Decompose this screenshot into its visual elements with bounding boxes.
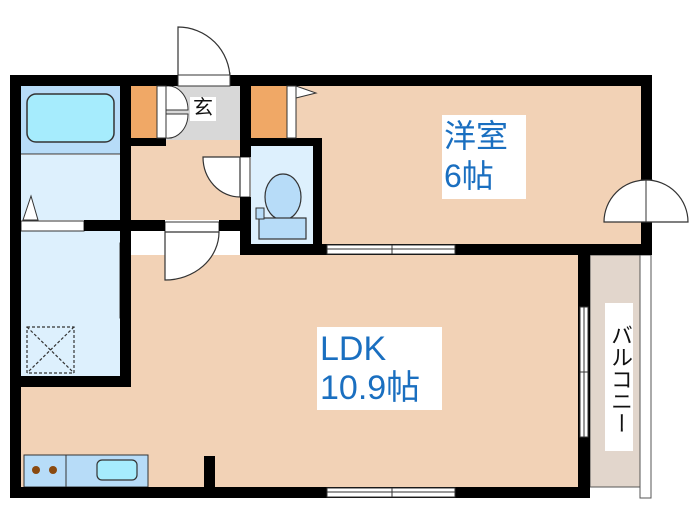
ldk-door-icon <box>164 231 220 281</box>
window-western-room <box>326 244 456 255</box>
toilet-door-icon <box>202 156 241 198</box>
washing-machine-icon <box>26 326 75 374</box>
closet-entrance <box>131 86 157 138</box>
kitchen-sink-icon <box>96 459 138 481</box>
front-door-icon <box>177 26 231 80</box>
ldk-size: 10.9帖 <box>320 369 421 407</box>
bathtub-icon <box>26 93 115 143</box>
ldk-label: LDK 10.9帖 <box>317 327 442 410</box>
western-room-label: 洋室 6帖 <box>442 115 526 199</box>
washroom-floor <box>21 155 120 220</box>
window-ldk-bottom <box>326 487 456 498</box>
ldk-name: LDK <box>320 330 387 368</box>
toilet-tank-icon <box>258 217 307 240</box>
balcony-rail <box>639 254 652 499</box>
toilet-bowl-icon <box>264 173 302 221</box>
window-balcony-door <box>579 306 589 438</box>
balcony-label: バルコニー <box>605 303 633 451</box>
kitchen-stove-icon <box>23 454 67 488</box>
balcony-label-text: バルコニー <box>607 324 632 434</box>
western-room-size: 6帖 <box>444 158 494 194</box>
washbasin-icon <box>22 194 39 221</box>
shoe-closet-door-icon <box>165 85 189 139</box>
entrance-label: 玄 <box>190 97 216 121</box>
laundry-area <box>21 231 120 376</box>
entrance-label-text: 玄 <box>193 95 213 119</box>
closet-western <box>251 86 287 138</box>
western-room-name: 洋室 <box>444 118 509 154</box>
